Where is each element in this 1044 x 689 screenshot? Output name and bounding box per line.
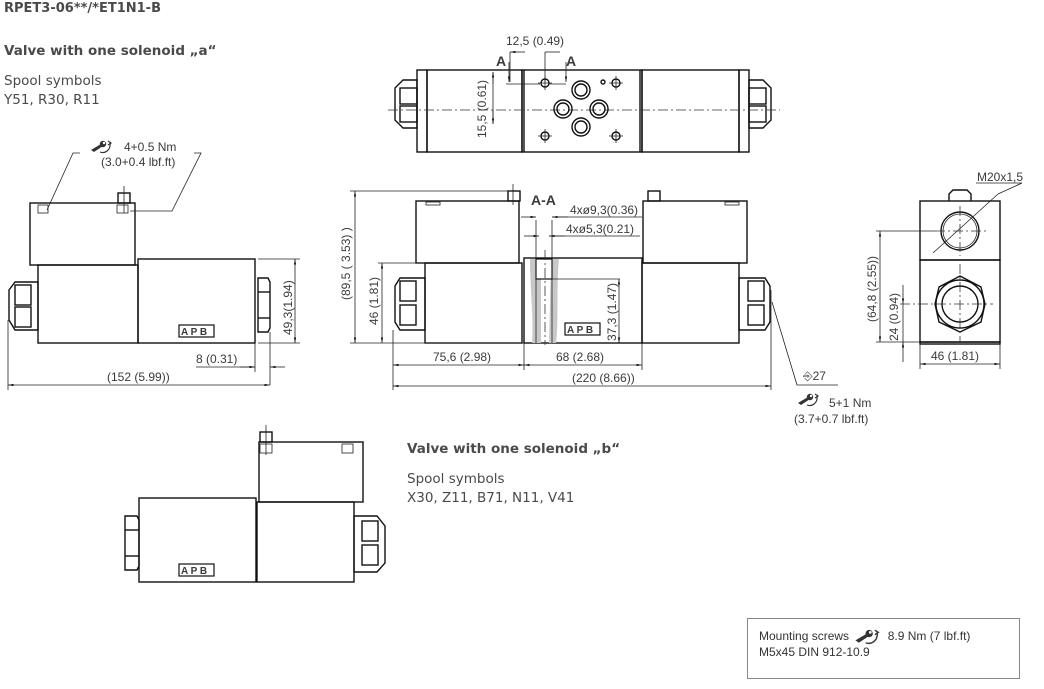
mounting-screws-note: Mounting screws 8.9 Nm (7 lbf.ft) M5x45 … <box>747 618 1020 679</box>
section-mark-a-left: A <box>496 53 506 69</box>
mounting-note-line2: M5x45 DIN 912-10.9 <box>759 645 870 659</box>
variant-b-spool-label: Spool symbols <box>407 471 505 487</box>
hex-size-label: ⎆27 <box>803 369 826 383</box>
dim-body-length: 68 (2.68) <box>556 350 604 364</box>
dim-bore-depth: 37,3 (1.47) <box>605 283 619 341</box>
dim-bore-large: 4xø9,3(0.36) <box>570 203 638 217</box>
wrench-torque-icon <box>855 629 880 644</box>
top-dim-width: 12,5 (0.49) <box>506 34 564 48</box>
front-torque-value: 5+1 Nm <box>829 396 871 410</box>
front-section-view: A P B A-A 4xø9,3(0.36) 4xø5,3(0.21) (89,… <box>339 184 871 426</box>
left-side-view: A P B 4+0.5 Nm (3.0+0.4 lbf.ft) 49,3(1.9… <box>7 140 300 390</box>
end-view: M20x1,5 (64,8 (2.55)) 24 (0.94) 46 (1.81… <box>865 170 1023 369</box>
port-label-apb-front: A P B <box>567 325 593 336</box>
mounting-note-line1: Mounting screws 8.9 Nm (7 lbf.ft) <box>759 629 1019 645</box>
torque-value: 4+0.5 Nm <box>124 140 176 154</box>
dim-total-height: (89,5 ( 3.53) ) <box>339 227 353 300</box>
section-mark-a-right: A <box>566 53 576 69</box>
mounting-note-label: Mounting screws <box>759 629 850 644</box>
dim-bore-small: 4xø5,3(0.21) <box>566 222 634 236</box>
torque-imperial: (3.0+0.4 lbf.ft) <box>101 155 175 169</box>
side-dim-axis-height: 24 (0.94) <box>887 293 901 341</box>
solenoid-b-view: A P B <box>124 425 386 583</box>
top-view: 12,5 (0.49) A A 15,5 (0.61) <box>388 34 780 153</box>
dim-total-length: (220 (8.66)) <box>572 371 635 385</box>
port-label-apb: A P B <box>181 327 207 338</box>
left-dim-total-length: (152 (5.99)) <box>107 370 170 384</box>
front-torque-imperial: (3.7+0.7 lbf.ft) <box>794 412 868 426</box>
port-label-apb-b: A P B <box>181 566 207 577</box>
variant-b-spool-symbols: X30, Z11, B71, N11, V41 <box>407 490 575 506</box>
side-dim-connector-height: (64,8 (2.55)) <box>865 256 879 322</box>
variant-a-heading: Valve with one solenoid „a“ <box>4 43 217 59</box>
wrench-torque-icon <box>90 140 112 154</box>
side-dim-width: 46 (1.81) <box>931 349 979 363</box>
mounting-note-torque: 8.9 Nm (7 lbf.ft) <box>887 629 971 644</box>
model-code-title: RPET3-06**/*ET1N1-B <box>4 1 161 16</box>
dim-left-length: 75,6 (2.98) <box>433 350 491 364</box>
variant-b-heading: Valve with one solenoid „b“ <box>407 441 621 457</box>
left-dim-offset: 8 (0.31) <box>196 352 237 366</box>
variant-a-spool-label: Spool symbols <box>4 73 102 89</box>
thread-label: M20x1,5 <box>977 170 1023 184</box>
dim-body-height: 46 (1.81) <box>367 277 381 325</box>
variant-a-spool-symbols: Y51, R30, R11 <box>4 92 100 108</box>
section-title-a-a: A-A <box>531 192 556 208</box>
top-dim-height: 15,5 (0.61) <box>475 80 489 138</box>
left-dim-height: 49,3(1.94) <box>281 280 295 335</box>
wrench-torque-icon-front <box>797 393 819 407</box>
